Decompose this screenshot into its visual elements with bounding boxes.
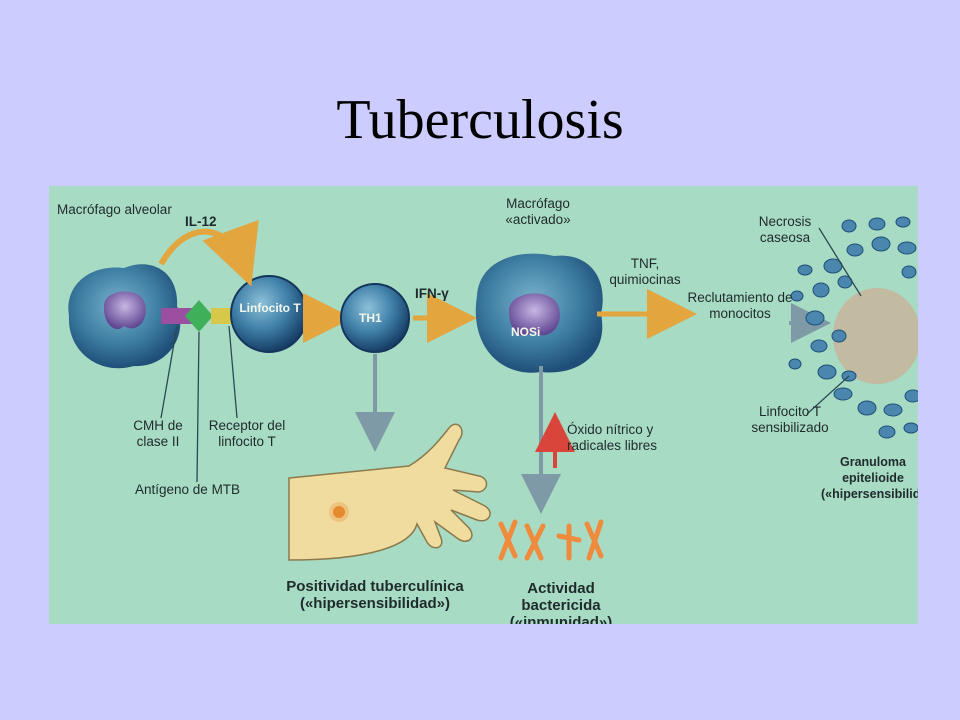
t-lymphocyte-label: Linfocito T [239, 301, 301, 315]
nos-label: NOSi [511, 325, 541, 339]
caseous-necrosis-label: Necrosis caseosa [758, 214, 812, 245]
mhc-class2-label: CMH de clase II [133, 418, 183, 449]
th1-cell-icon [340, 283, 410, 353]
activated-macrophage-icon [475, 253, 603, 373]
bacteria-icon [498, 519, 604, 561]
diagram-graphic [49, 186, 918, 624]
granuloma-icon [788, 216, 918, 439]
il12-arrow [158, 219, 259, 287]
hand-icon [288, 423, 491, 561]
bactericidal-activity-label: Actividad bactericida («inmunidad») [509, 580, 613, 624]
slide-title: Tuberculosis [336, 89, 624, 151]
sensitized-t-label: Linfocito T sensibilizado [751, 404, 829, 435]
th1-label: TH1 [359, 311, 382, 325]
label-pointers [160, 227, 862, 483]
nitric-oxide-label: Óxido nítrico y radicales libres [567, 422, 658, 453]
tnf-chemokines-label: TNF, quimiocinas [609, 256, 681, 287]
mtb-antigen-label: Antígeno de MTB [135, 482, 241, 497]
t-cell-receptor-label: Receptor del linfocito T [208, 418, 286, 449]
tuberculosis-diagram: Macrófago alveolar IL-12 Linfocito T TH1… [49, 186, 918, 624]
monocyte-recruitment-label: Reclutamiento de monocitos [687, 290, 793, 321]
alveolar-macrophage-icon [68, 264, 181, 369]
activated-macrophage-label: Macrófago «activado» [505, 196, 571, 227]
figure-background [49, 186, 918, 624]
tuberculin-positivity-label: Positividad tuberculínica («hipersensibi… [286, 578, 464, 612]
il12-label: IL-12 [185, 214, 217, 229]
ifn-gamma-label: IFN-γ [415, 286, 449, 301]
alveolar-macrophage-label: Macrófago alveolar [57, 202, 172, 217]
granuloma-label: Granuloma epitelioide («hipersensibilida… [821, 455, 918, 501]
